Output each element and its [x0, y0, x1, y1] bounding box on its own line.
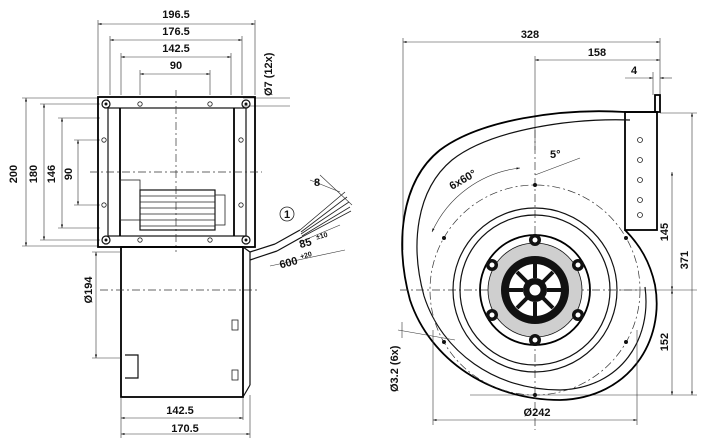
dim-cable-8: 8 — [314, 177, 320, 189]
dim-196-5: 196.5 — [162, 9, 190, 21]
dim-142-5-top: 142.5 — [162, 43, 190, 55]
dim-176-5: 176.5 — [162, 26, 190, 38]
callout-circle — [279, 206, 295, 222]
dim-170-5: 170.5 — [171, 423, 199, 435]
dim-hole-3-2: Ø3.2 (6x) — [389, 345, 401, 392]
dim-6x60: 6x60° — [448, 168, 479, 193]
side-flange — [90, 90, 262, 252]
dim-strip-tol: ±10 — [315, 232, 328, 242]
dim-145: 145 — [659, 223, 671, 241]
dim-180: 180 — [28, 165, 40, 183]
dim-158: 158 — [588, 47, 606, 59]
dim-90-top: 90 — [170, 60, 182, 72]
side-left-dimensions — [22, 97, 100, 247]
dim-146: 146 — [46, 165, 58, 183]
dim-328: 328 — [521, 29, 539, 41]
dim-cable-tol: +20 — [300, 251, 313, 261]
dim-90-left: 90 — [63, 168, 75, 180]
scroll-housing — [400, 94, 661, 430]
side-view: 196.5 176.5 142.5 90 Ø7 (12x) 200 180 14… — [8, 9, 353, 438]
side-housing — [100, 246, 260, 398]
dim-cable-600: 600 — [278, 255, 299, 271]
side-top-dimensions — [97, 20, 256, 95]
dim-200: 200 — [8, 165, 20, 183]
dim-242: Ø242 — [524, 407, 551, 419]
dim-inlet-194: Ø194 — [83, 276, 95, 304]
rotor — [429, 183, 641, 397]
dim-strip-85: 85 — [298, 236, 313, 251]
dim-5-deg: 5° — [550, 149, 561, 161]
cable — [249, 174, 353, 267]
dim-4: 4 — [631, 65, 638, 77]
dim-hole-7-12x: Ø7 (12x) — [263, 52, 275, 96]
callout-1: 1 — [284, 209, 290, 221]
dim-152: 152 — [659, 333, 671, 351]
dim-142-5-bottom: 142.5 — [166, 405, 194, 417]
dim-371: 371 — [679, 251, 691, 269]
front-view: 328 158 4 145 371 152 — [389, 29, 697, 430]
